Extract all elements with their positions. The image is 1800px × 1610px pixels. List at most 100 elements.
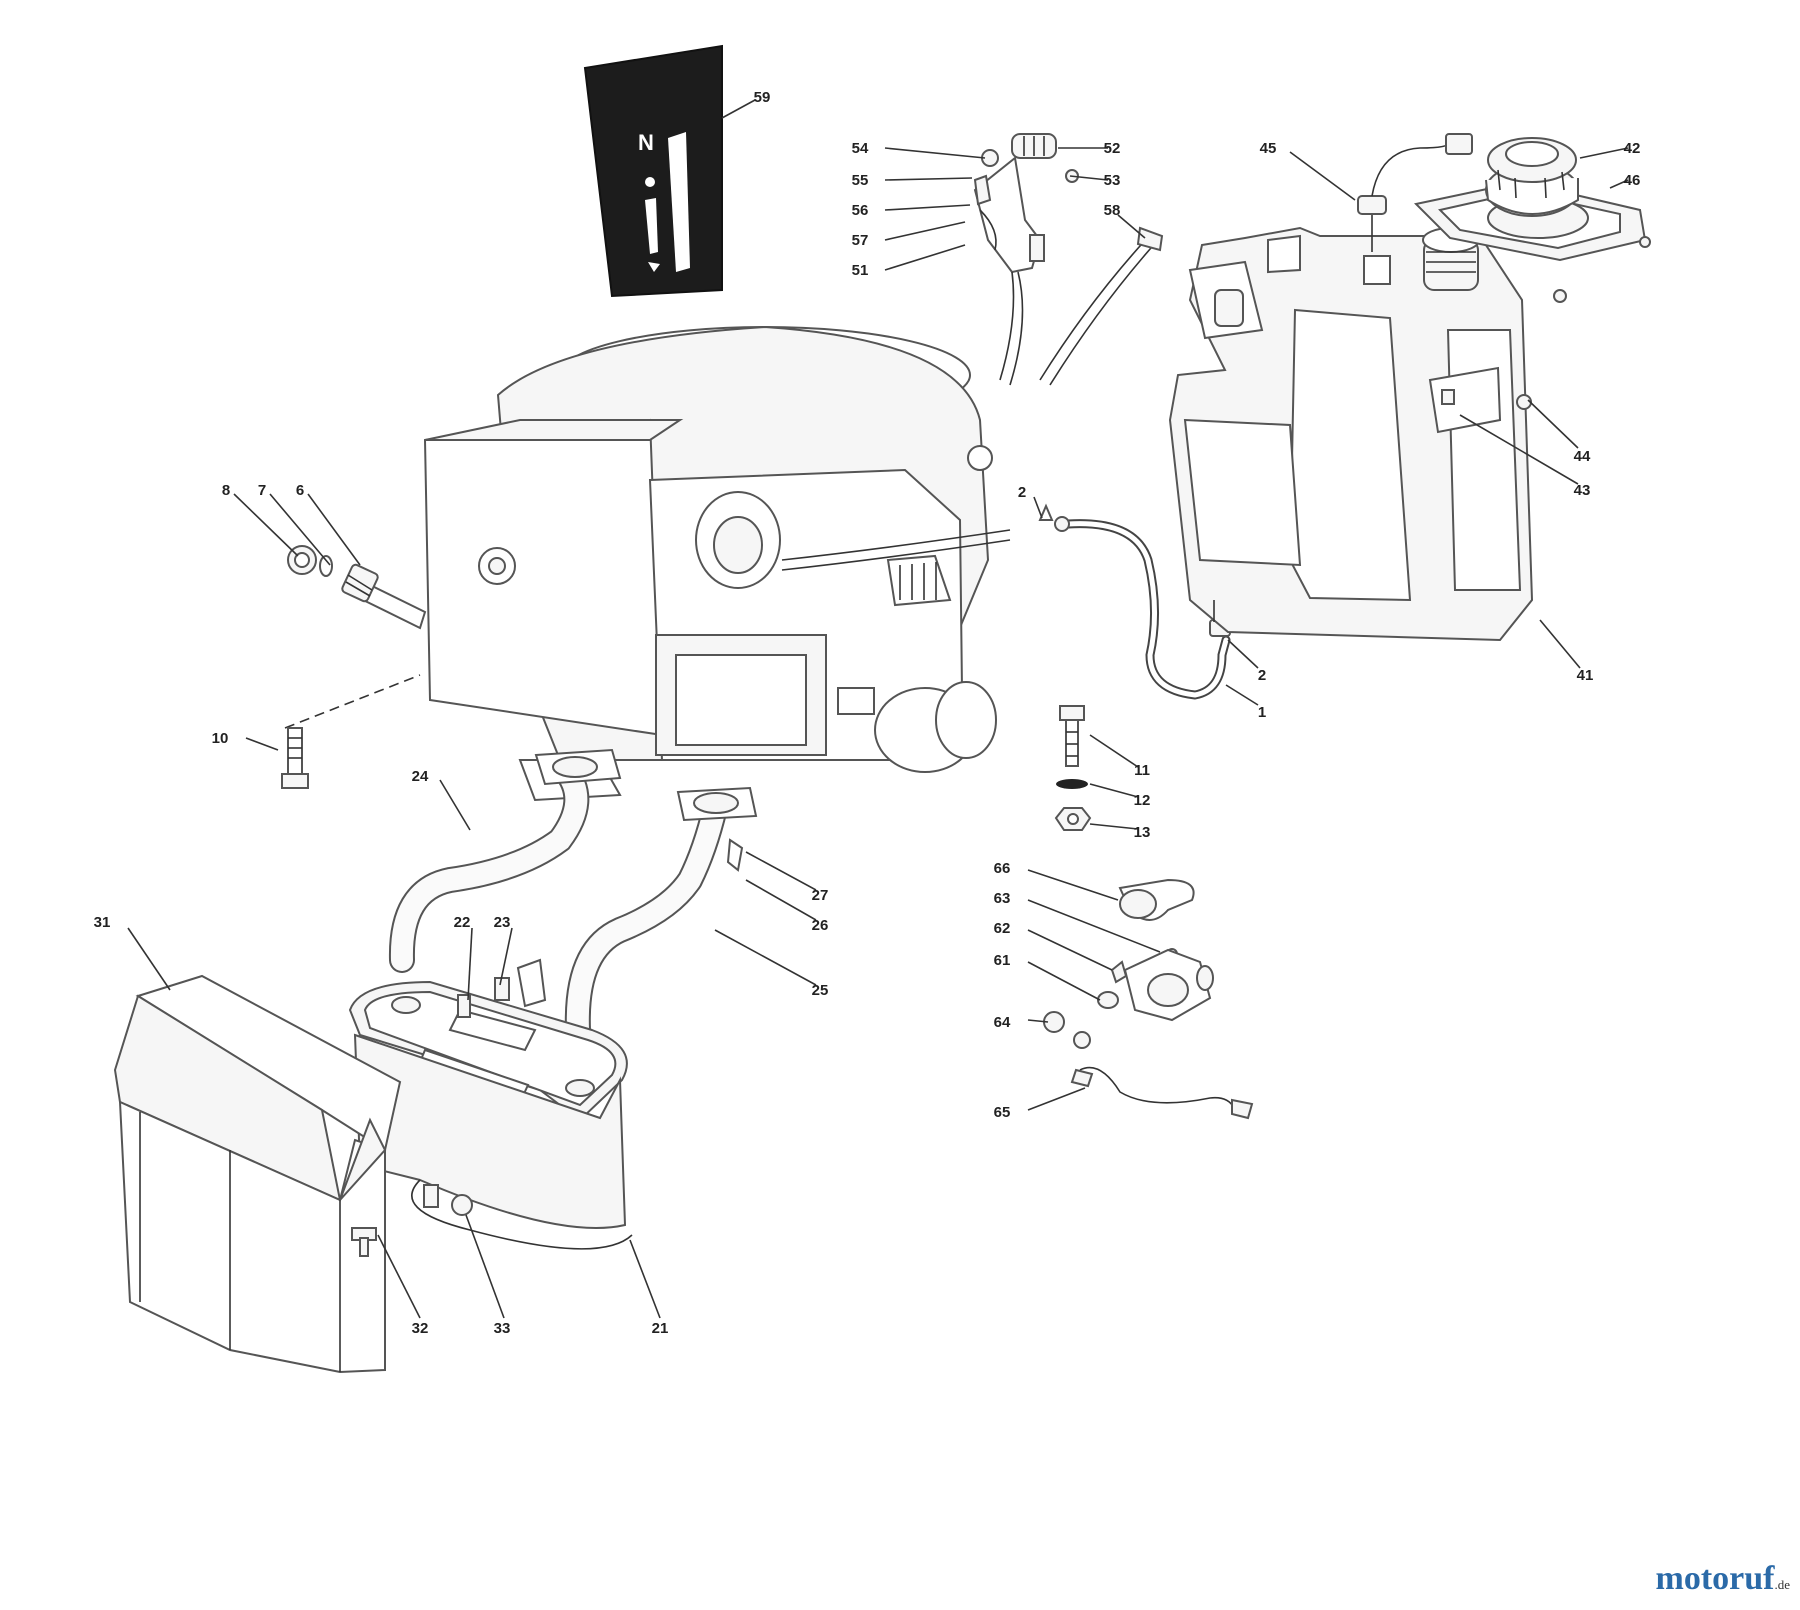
- callout-number-54: 54: [852, 140, 869, 157]
- brand-name: motoruf: [1655, 1560, 1775, 1597]
- callout-leader-31: [127, 927, 171, 991]
- callout-number-56: 56: [852, 202, 869, 219]
- fuel-tank: [1168, 226, 1534, 642]
- decal-letter: N: [638, 130, 654, 155]
- callout-leader-41: [1539, 619, 1581, 669]
- callout-number-24: 24: [412, 768, 429, 785]
- callout-leader-26: [745, 879, 817, 921]
- callout-leader-21: [629, 1239, 661, 1319]
- callout-leader-6: [307, 493, 361, 566]
- callout-number-8: 8: [222, 482, 230, 499]
- callout-number-26: 26: [812, 917, 829, 934]
- callout-leader-32: [377, 1234, 421, 1319]
- callout-number-33: 33: [494, 1320, 511, 1337]
- callout-leader-12: [1089, 783, 1139, 798]
- fuel-sender: [1357, 133, 1473, 252]
- callout-number-31: 31: [94, 914, 111, 931]
- callout-leader-27: [745, 851, 817, 891]
- callout-leader-25: [714, 929, 817, 986]
- callout-number-66: 66: [994, 860, 1011, 877]
- engine-block: [423, 325, 1011, 802]
- callout-number-11: 11: [1134, 762, 1150, 779]
- callout-number-22: 22: [454, 914, 471, 931]
- callout-number-21: 21: [652, 1320, 669, 1337]
- callout-leader-43: [1459, 414, 1579, 485]
- oil-drain-assembly: [287, 545, 427, 630]
- callout-number-63: 63: [994, 890, 1011, 907]
- bolt-11-group: [1054, 705, 1092, 831]
- callout-leader-63: [1027, 899, 1161, 953]
- callout-number-6: 6: [296, 482, 304, 499]
- callout-leader-44: [1527, 399, 1579, 449]
- callout-number-44: 44: [1574, 448, 1591, 465]
- callout-number-46: 46: [1624, 172, 1641, 189]
- callout-number-52: 52: [1104, 140, 1121, 157]
- exhaust-pipes: [388, 748, 758, 1043]
- muffler: [348, 958, 633, 1250]
- callout-leader-23: [499, 927, 513, 986]
- callout-number-43: 43: [1574, 482, 1591, 499]
- callout-leader-13: [1089, 823, 1139, 830]
- callout-leader-54: [884, 147, 986, 159]
- callout-number-13: 13: [1134, 824, 1151, 841]
- callout-leader-22: [467, 927, 473, 1001]
- callout-leader-65: [1027, 1087, 1086, 1111]
- callout-number-57: 57: [852, 232, 869, 249]
- filler-neck-tray: [1413, 180, 1651, 303]
- callout-leader-2: [1033, 496, 1043, 519]
- callout-number-51: 51: [852, 262, 869, 279]
- decal-panel: N: [583, 44, 723, 298]
- callout-leader-57: [884, 221, 966, 241]
- callout-number-25: 25: [812, 982, 829, 999]
- callout-number-45: 45: [1260, 140, 1277, 157]
- callout-leader-59: [721, 99, 756, 119]
- callout-number-61: 61: [994, 952, 1011, 969]
- callout-leader-51: [884, 244, 966, 271]
- callout-number-32: 32: [412, 1320, 429, 1337]
- callout-number-27: 27: [812, 887, 829, 904]
- callout-leader-61: [1027, 961, 1101, 1001]
- fuel-cap: [1485, 137, 1579, 217]
- callout-leader-53: [1069, 175, 1109, 181]
- bolt-10: [281, 674, 421, 789]
- brand-tld: .de: [1774, 1577, 1790, 1592]
- callout-number-41: 41: [1577, 667, 1594, 684]
- callout-number-58: 58: [1104, 202, 1121, 219]
- callout-leader-11: [1089, 734, 1139, 768]
- callout-leader-10: [245, 737, 279, 751]
- callout-number-2: 2: [1258, 667, 1266, 684]
- callout-leader-42: [1579, 147, 1629, 159]
- callout-number-2: 2: [1018, 484, 1026, 501]
- callout-leader-46: [1609, 179, 1629, 189]
- callout-leader-1: [1225, 684, 1259, 706]
- callout-number-64: 64: [994, 1014, 1011, 1031]
- callout-leader-2: [1227, 639, 1259, 669]
- heat-shield: [113, 974, 402, 1374]
- callout-number-65: 65: [994, 1104, 1011, 1121]
- callout-leader-7: [269, 493, 331, 566]
- callout-number-7: 7: [258, 482, 266, 499]
- callout-number-12: 12: [1134, 792, 1151, 809]
- callout-number-23: 23: [494, 914, 511, 931]
- callout-leader-64: [1027, 1019, 1049, 1023]
- callout-leader-45: [1289, 151, 1356, 201]
- callout-leader-58: [1117, 214, 1146, 239]
- solenoid-assembly: [1043, 878, 1254, 1120]
- callout-leader-8: [233, 493, 299, 557]
- callout-leader-24: [439, 779, 471, 831]
- callout-leader-56: [884, 204, 971, 211]
- callout-number-10: 10: [212, 730, 229, 747]
- callout-leader-55: [884, 177, 973, 181]
- callout-number-55: 55: [852, 172, 869, 189]
- callout-number-59: 59: [754, 89, 771, 106]
- callout-number-42: 42: [1624, 140, 1641, 157]
- callout-leader-66: [1027, 869, 1119, 901]
- callout-leader-62: [1027, 929, 1113, 971]
- callout-number-62: 62: [994, 920, 1011, 937]
- callout-number-1: 1: [1258, 704, 1266, 721]
- brand-watermark: motoruf.de: [1656, 1560, 1791, 1598]
- throttle-linkage: [973, 133, 1164, 386]
- callout-leader-33: [465, 1214, 505, 1319]
